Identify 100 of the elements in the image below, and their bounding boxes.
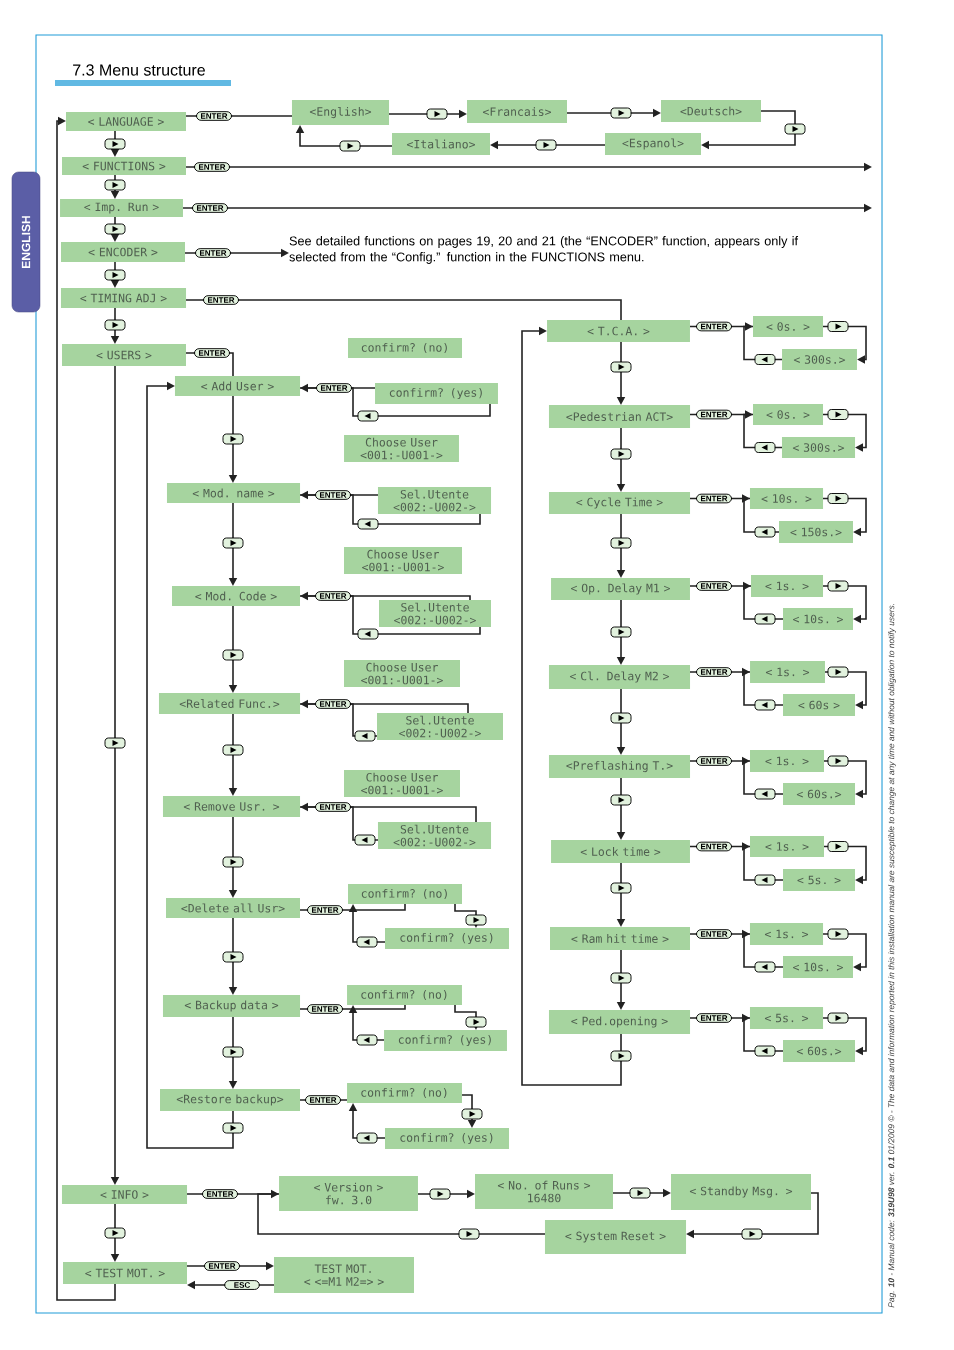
connector	[521, 326, 622, 1086]
display-box: Sel.Utente <002:-U002->	[377, 487, 492, 514]
display-box: < 1s. >	[750, 750, 824, 772]
key-label: ENTER	[315, 699, 352, 709]
display-box: Choose User <001:-U001->	[344, 660, 460, 687]
display-box: < 0s. >	[753, 404, 823, 426]
connector	[822, 497, 867, 537]
key-label: ENTER	[696, 321, 733, 332]
connector	[741, 494, 780, 533]
display-box: <Preflashing T.>	[548, 755, 691, 778]
display-box: <Pedestrian ACT>	[548, 405, 691, 428]
key-label: ESC	[224, 1280, 260, 1290]
display-box: < T.C.A. >	[547, 320, 690, 342]
display-box: <Italiano>	[392, 133, 490, 155]
display-box: < 5s. >	[749, 1007, 824, 1029]
display-box: < System Reset >	[544, 1220, 687, 1254]
display-box: < 0s. >	[753, 316, 823, 338]
connector	[823, 845, 867, 885]
connector	[741, 1013, 784, 1052]
display-box: < 1s. >	[749, 923, 824, 945]
display-box: < Ram hit time >	[550, 927, 690, 950]
display-box: confirm? (no)	[347, 985, 462, 1005]
display-box: < Cycle Time >	[548, 492, 691, 514]
display-box: <Espanol>	[605, 133, 701, 155]
display-box: confirm? (yes)	[385, 928, 509, 950]
key-label: ENTER	[196, 111, 233, 121]
display-box: < 10s. >	[783, 956, 853, 978]
display-box: < Op. Delay M1 >	[551, 578, 690, 600]
key-label: ENTER	[316, 383, 353, 393]
display-box: Sel.Utente <002:-U002->	[379, 600, 491, 627]
key-label: ENTER	[315, 490, 352, 500]
connector	[146, 381, 234, 1149]
key-label: ENTER	[696, 756, 733, 766]
key-label: ENTER	[306, 1004, 344, 1014]
display-box: < 60s.>	[783, 783, 855, 805]
display-box: < 10s. >	[749, 488, 824, 510]
connector	[823, 760, 867, 799]
display-box: < 300s.>	[782, 437, 856, 459]
display-box: confirm? (yes)	[385, 1128, 509, 1150]
display-box: < INFO >	[61, 1185, 188, 1204]
key-label: ENTER	[201, 1189, 239, 1199]
display-box: < ENCODER >	[61, 242, 185, 262]
connector	[822, 413, 867, 452]
key-label: ENTER	[696, 841, 733, 852]
display-box: Choose User <001:-U001->	[344, 770, 460, 797]
display-box: TEST MOT. < <=M1 M2=> >	[274, 1257, 414, 1293]
connector	[741, 929, 784, 968]
display-box: < Add User >	[174, 376, 301, 396]
connector	[741, 756, 784, 795]
display-box: < 150s.>	[779, 521, 853, 543]
key-label: ENTER	[203, 295, 240, 305]
display-box: confirm? (no)	[348, 884, 462, 904]
note-text: See detailed functions on pages 19, 20 and 21 (the “ENCODER” function, appears only if selected from the “Config.” function in the FUNCTIONS menu.	[289, 236, 799, 264]
display-box: < USERS >	[62, 344, 186, 366]
display-box: < No. of Runs > 16480	[475, 1174, 613, 1209]
display-box: < 1s. >	[750, 661, 825, 683]
display-box: < Mod. name >	[166, 483, 301, 503]
key-label: ENTER	[193, 162, 231, 172]
connector	[822, 933, 867, 972]
display-box: confirm? (no)	[347, 1083, 462, 1103]
key-label: ENTER	[305, 1095, 342, 1105]
display-box: < 300s.>	[782, 349, 857, 371]
display-box: confirm? (yes)	[384, 1030, 507, 1052]
display-box: Choose User <001:-U001->	[344, 547, 462, 574]
connector	[741, 667, 784, 706]
display-box: < Cl. Delay M2 >	[548, 665, 691, 689]
key-label: ENTER	[696, 929, 733, 939]
display-box: < Ped.opening >	[548, 1010, 691, 1034]
connector	[742, 581, 784, 620]
key-label: ENTER	[193, 348, 231, 358]
key-label: ENTER	[194, 248, 232, 258]
key-label: ENTER	[315, 802, 352, 812]
key-label: ENTER	[696, 409, 733, 420]
connector	[822, 1017, 867, 1056]
display-box: Choose User <001:-U001->	[344, 435, 459, 462]
display-box: < 1s. >	[751, 575, 823, 597]
display-box: < LANGUAGE >	[66, 112, 186, 131]
display-box: <Deutsch>	[661, 100, 761, 122]
key-label: ENTER	[306, 905, 344, 915]
display-box: < 1s. >	[750, 836, 824, 858]
display-box: confirm? (no)	[348, 338, 462, 358]
display-box: Sel.Utente <002:-U002->	[377, 822, 492, 849]
connector	[257, 1189, 546, 1235]
display-box: < 60s >	[783, 694, 855, 716]
display-box: <Delete all Usr>	[166, 898, 300, 918]
display-box: <English>	[291, 99, 390, 126]
display-box: confirm? (yes)	[375, 383, 498, 405]
display-box: < FUNCTIONS >	[62, 157, 186, 175]
display-box: < Mod. Code >	[172, 586, 300, 606]
connector	[56, 116, 116, 1301]
title: 7.3 Menu structure	[73, 64, 205, 76]
display-box: < Imp. Run >	[60, 199, 183, 217]
connector	[741, 842, 784, 881]
connector	[824, 671, 867, 710]
display-box: <Related Func.>	[158, 693, 301, 715]
display-box: < TIMING ADJ >	[60, 288, 187, 308]
connector	[822, 585, 867, 624]
key-label: ENTER	[315, 591, 352, 601]
display-box: <Restore backup>	[160, 1089, 300, 1111]
display-box: < 5s. >	[783, 869, 855, 891]
